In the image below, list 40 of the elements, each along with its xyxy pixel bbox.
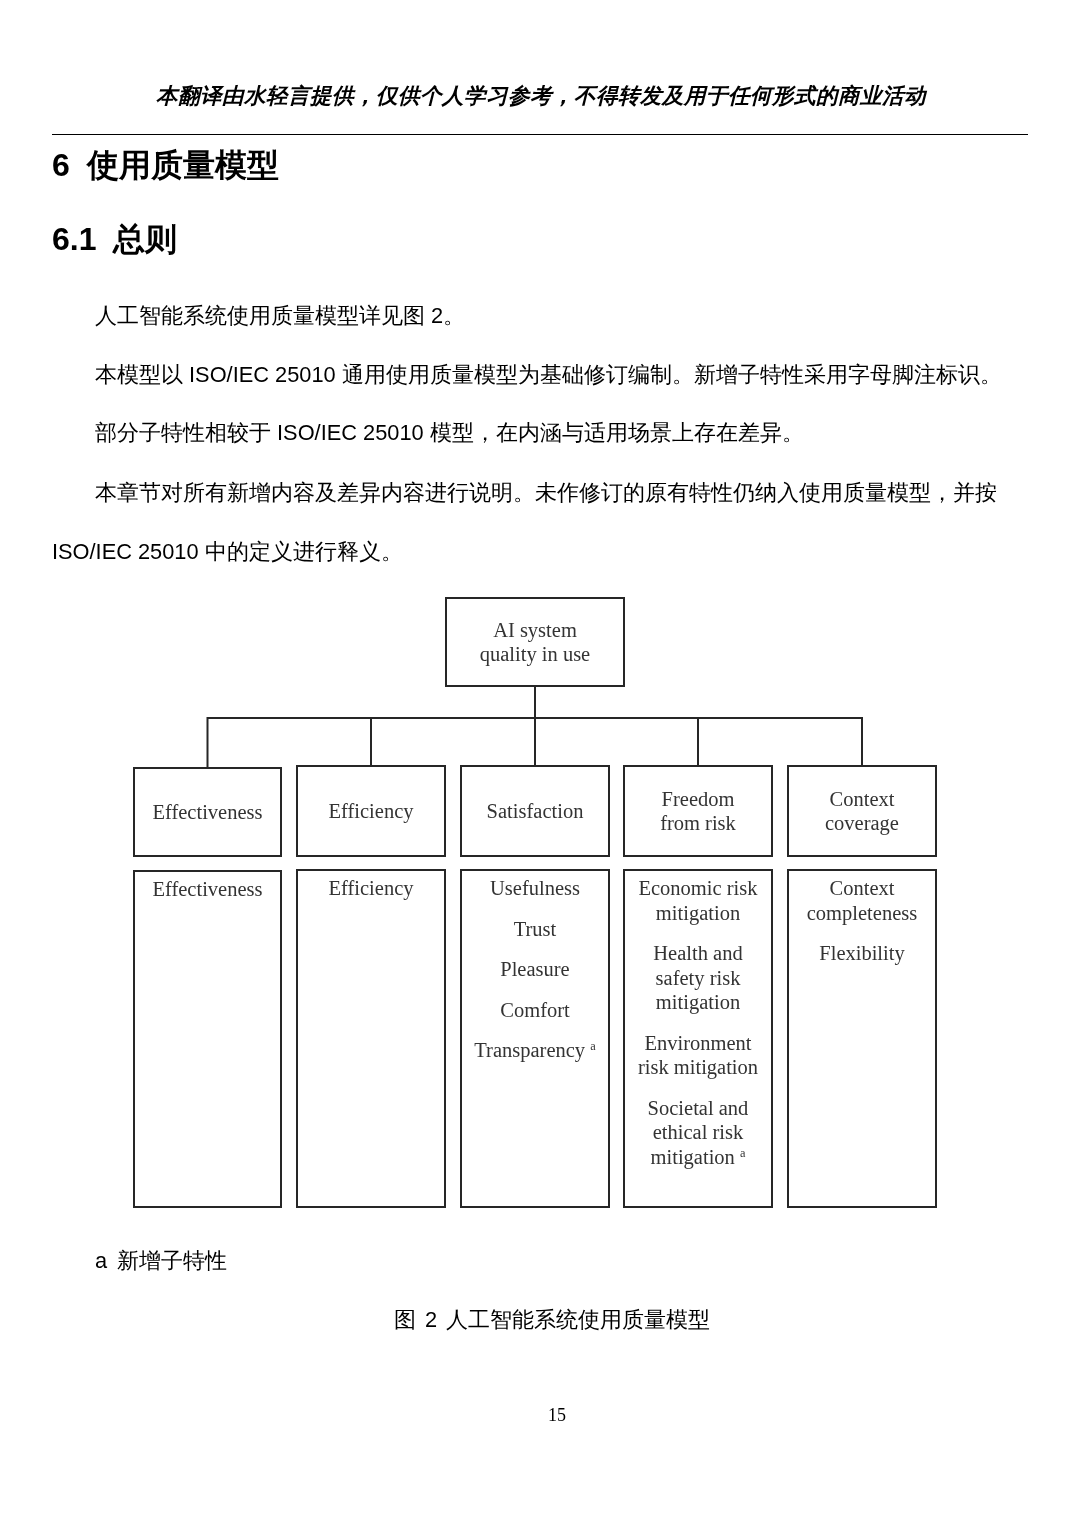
node-text: Transparency $^{a}$ bbox=[473, 1038, 597, 1063]
node-text: Satisfaction bbox=[485, 798, 585, 824]
characteristic-box bbox=[133, 767, 282, 857]
subcharacteristic-box bbox=[296, 869, 446, 1208]
root-box bbox=[445, 597, 625, 687]
section-heading: 6 使用质量模型 bbox=[52, 146, 279, 185]
node-text: Freedom from risk bbox=[659, 786, 737, 836]
node-text: Environment risk mitigation bbox=[636, 1030, 760, 1080]
characteristic-box bbox=[460, 765, 610, 857]
characteristic-box bbox=[787, 765, 937, 857]
body-paragraph: 部分子特性相较于 ISO/IEC 25010 模型，在内涵与适用场景上存在差异。 bbox=[95, 419, 804, 447]
node-text: Context coverage bbox=[824, 786, 900, 836]
node-text: Usefulness bbox=[489, 876, 581, 901]
footnote: a 新增子特性 bbox=[95, 1247, 228, 1275]
node-text: AI system quality in use bbox=[478, 617, 592, 667]
figure-caption: 图 2 人工智能系统使用质量模型 bbox=[393, 1306, 711, 1334]
node-text: Economic risk mitigation bbox=[637, 876, 759, 925]
node-text: Efficiency bbox=[327, 876, 415, 901]
subcharacteristic-box bbox=[133, 870, 282, 1208]
node-text: Comfort bbox=[499, 997, 571, 1022]
node-text: Efficiency bbox=[327, 798, 415, 824]
node-text: Effectiveness bbox=[151, 799, 264, 825]
body-paragraph: 本章节对所有新增内容及差异内容进行说明。未作修订的原有特性仍纳入使用质量模型，并按 ISO/IEC 25010 中的定义进行释义。 bbox=[52, 478, 998, 566]
page-number: 15 bbox=[548, 1404, 566, 1427]
subcharacteristic-box bbox=[623, 869, 773, 1208]
subcharacteristic-box bbox=[787, 869, 937, 1208]
characteristic-box bbox=[623, 765, 773, 857]
characteristic-box bbox=[296, 765, 446, 857]
body-paragraph: 人工智能系统使用质量模型详见图 2。 bbox=[95, 302, 466, 330]
node-text: Flexibility bbox=[818, 941, 906, 966]
header-note: 本翻译由水轻言提供，仅供个人学习参考，不得转发及用于任何形式的商业活动 bbox=[156, 83, 926, 110]
node-text: Societal and ethical risk mitigation $^{a}$ bbox=[646, 1095, 750, 1169]
subsection-heading: 6.1 总则 bbox=[52, 220, 178, 259]
node-text: Trust bbox=[512, 916, 558, 941]
subcharacteristic-box bbox=[460, 869, 610, 1208]
node-text: Effectiveness bbox=[151, 877, 264, 902]
node-text: Health and safety risk mitigation bbox=[652, 941, 744, 1015]
node-text: Pleasure bbox=[499, 957, 571, 982]
body-paragraph: 本模型以 ISO/IEC 25010 通用使用质量模型为基础修订编制。新增子特性采用字母脚注标识。 bbox=[95, 361, 1002, 389]
node-text: Context completeness bbox=[805, 876, 919, 925]
